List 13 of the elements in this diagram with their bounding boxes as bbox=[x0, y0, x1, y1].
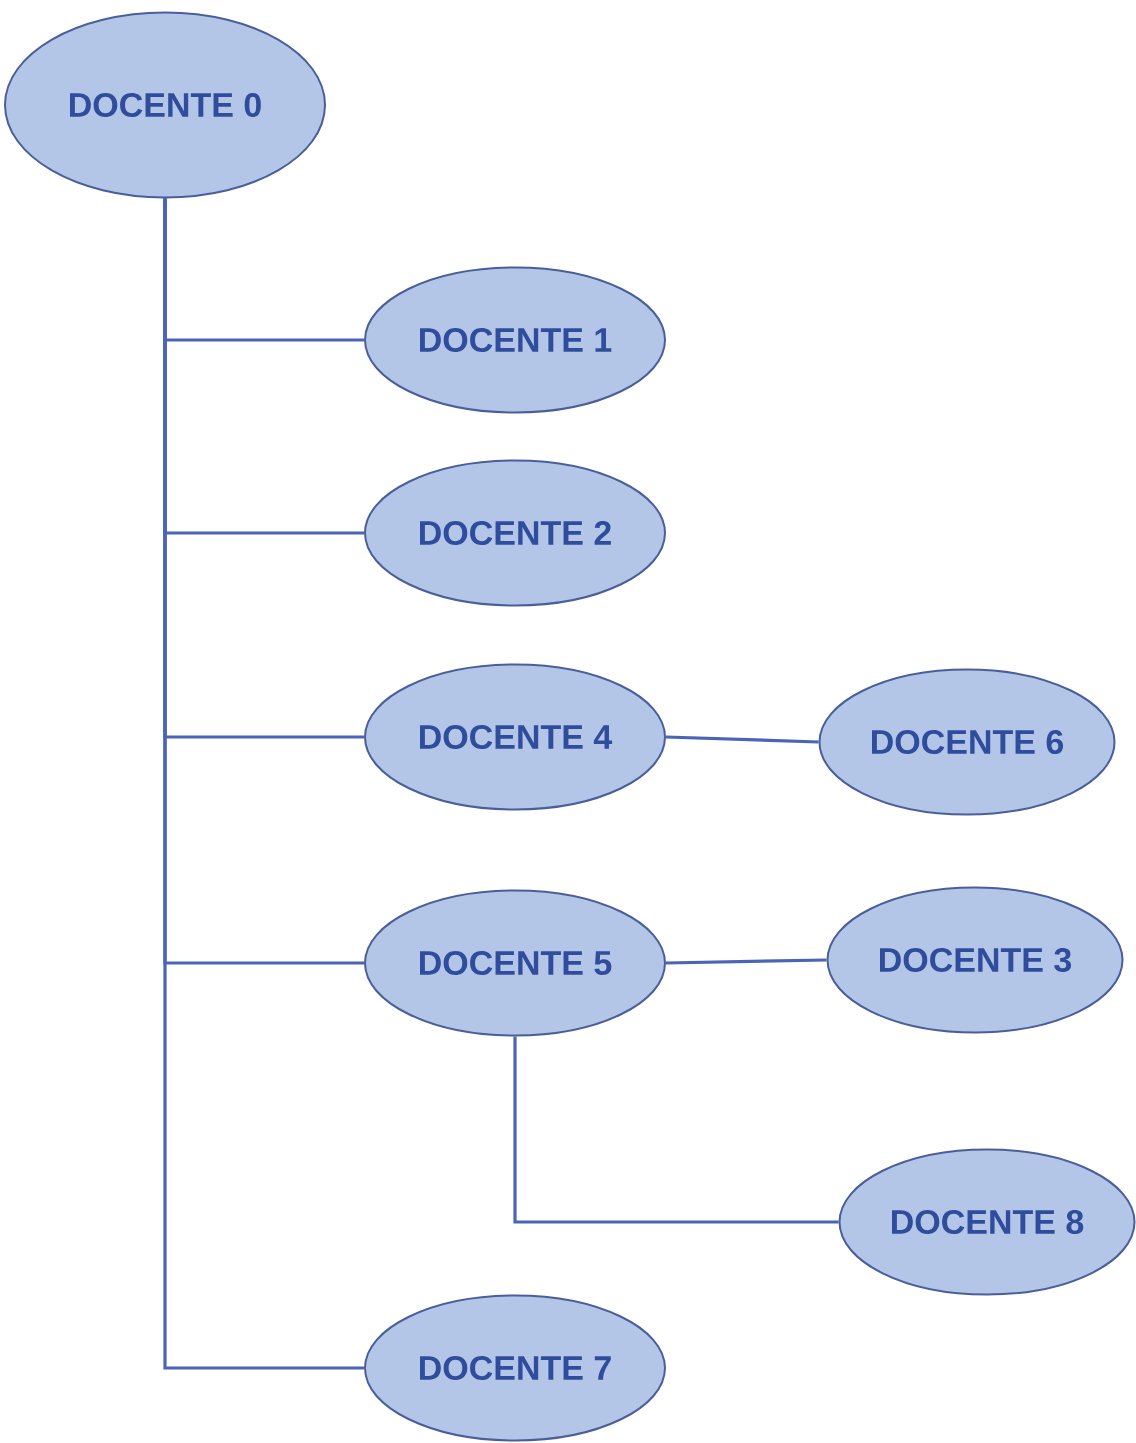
ellipse-node: DOCENTE 3 bbox=[826, 886, 1124, 1034]
ellipse-node: DOCENTE 6 bbox=[818, 668, 1116, 816]
ellipse-node: DOCENTE 2 bbox=[364, 459, 666, 607]
ellipse-node: DOCENTE 0 bbox=[4, 11, 326, 199]
ellipse-node: DOCENTE 4 bbox=[364, 663, 666, 811]
connector-line bbox=[665, 735, 819, 744]
ellipse-node: DOCENTE 5 bbox=[364, 889, 666, 1037]
connector-line bbox=[513, 1036, 839, 1224]
ellipse-node: DOCENTE 8 bbox=[838, 1148, 1136, 1296]
ellipse-node: DOCENTE 1 bbox=[364, 266, 666, 414]
ellipse-node: DOCENTE 7 bbox=[364, 1294, 666, 1442]
connector-line bbox=[163, 198, 364, 1370]
connector-line bbox=[665, 958, 827, 965]
